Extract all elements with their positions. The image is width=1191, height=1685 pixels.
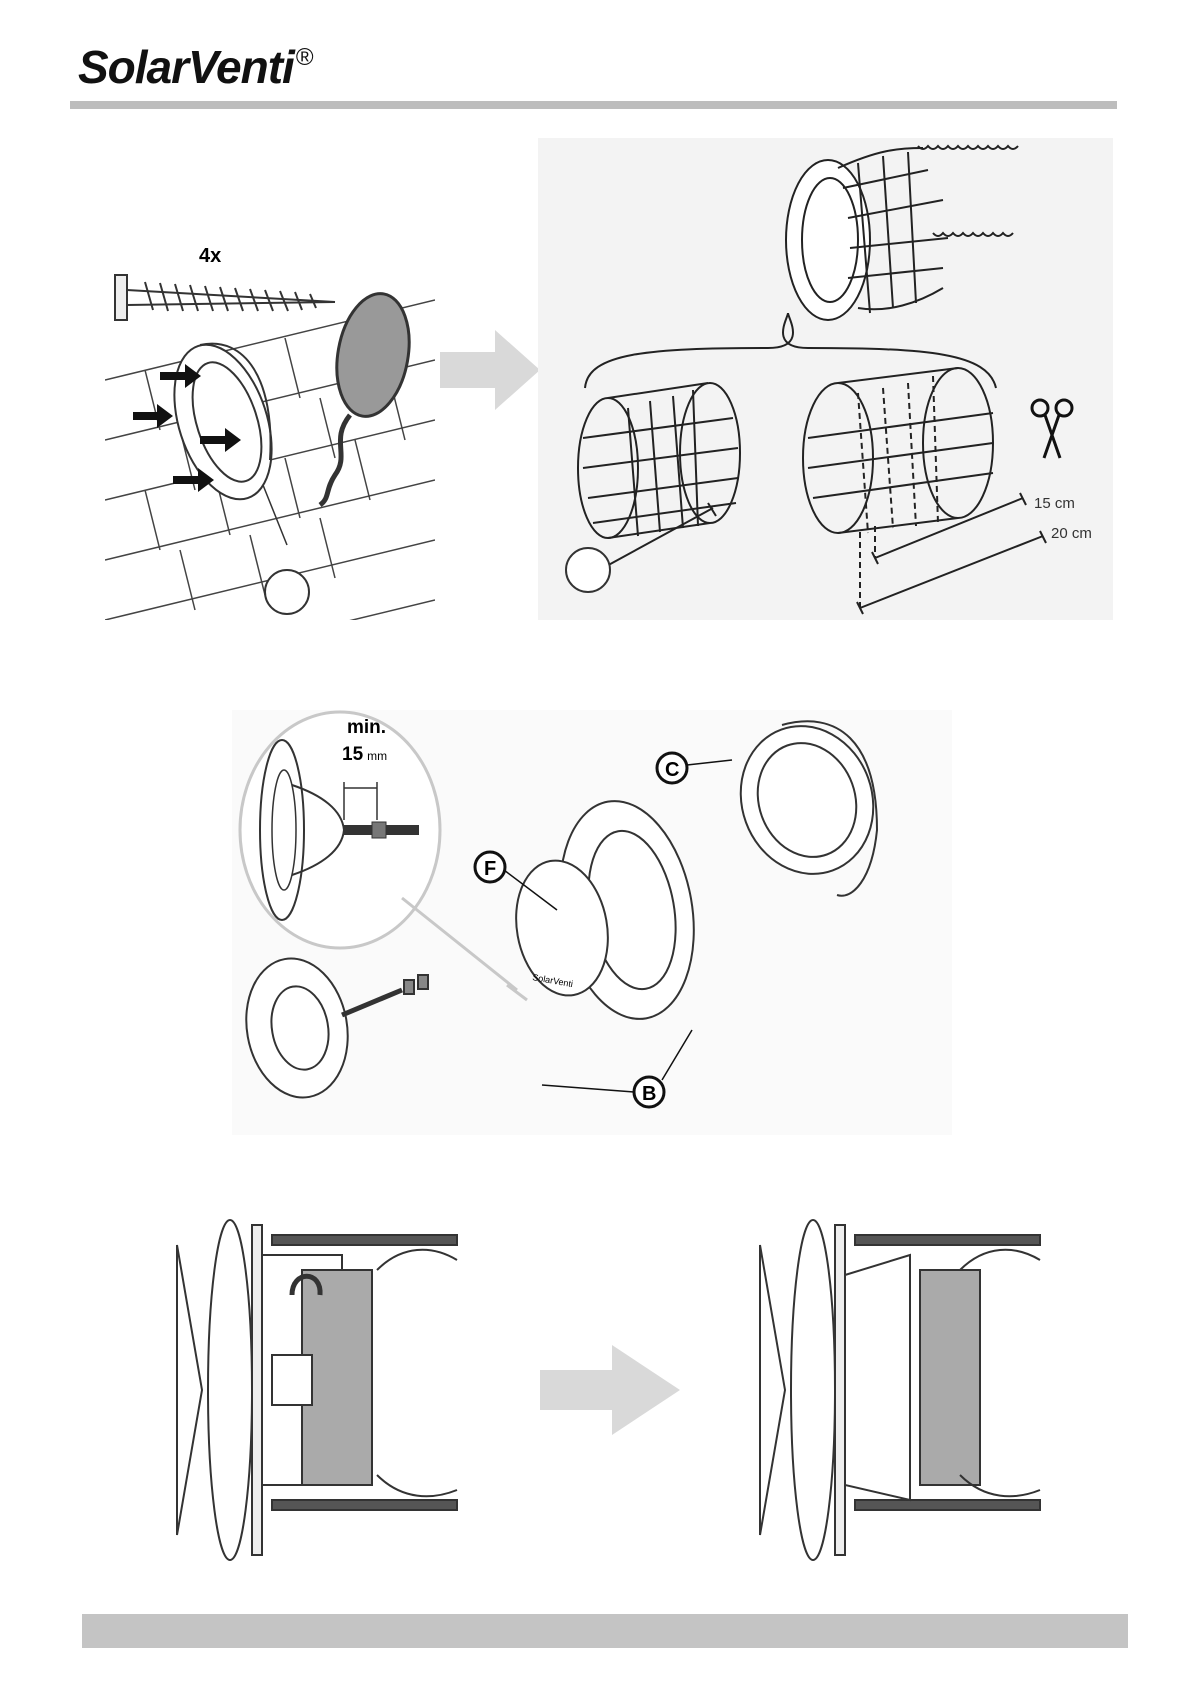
flexible-duct-top bbox=[786, 146, 1018, 320]
scissors-icon bbox=[1032, 400, 1072, 458]
callout-c-label: C bbox=[665, 759, 679, 781]
brand-logo: SolarVenti® bbox=[78, 40, 313, 94]
min-unit: mm bbox=[367, 749, 387, 763]
callout-f-label: F bbox=[484, 858, 496, 880]
step-arrow-2 bbox=[540, 1345, 685, 1435]
screw-count-label: 4x bbox=[199, 245, 221, 267]
callout-b-label: B bbox=[642, 1083, 656, 1105]
figure-wall-mount: 4x bbox=[105, 240, 435, 620]
length-long-label: 20 cm bbox=[1051, 525, 1092, 542]
callout-circle-empty bbox=[265, 570, 309, 614]
callout-circle-empty-2 bbox=[566, 548, 610, 592]
footer-bar bbox=[82, 1614, 1128, 1648]
brand-name: SolarVenti bbox=[78, 41, 294, 93]
length-short-label: 15 cm bbox=[1034, 495, 1075, 512]
header-rule bbox=[70, 101, 1117, 109]
figure-duct-cut: 15 cm 20 cm bbox=[538, 138, 1113, 620]
min-value: 15 bbox=[342, 744, 364, 765]
duct-long bbox=[803, 368, 1046, 614]
registered-mark: ® bbox=[296, 44, 313, 71]
step-arrow-1 bbox=[440, 330, 550, 410]
figure-section-before bbox=[172, 1200, 462, 1550]
duct-short bbox=[578, 383, 740, 576]
figure-section-after bbox=[755, 1200, 1045, 1550]
screw-illustration bbox=[115, 275, 335, 320]
min-label: min. bbox=[347, 717, 386, 738]
